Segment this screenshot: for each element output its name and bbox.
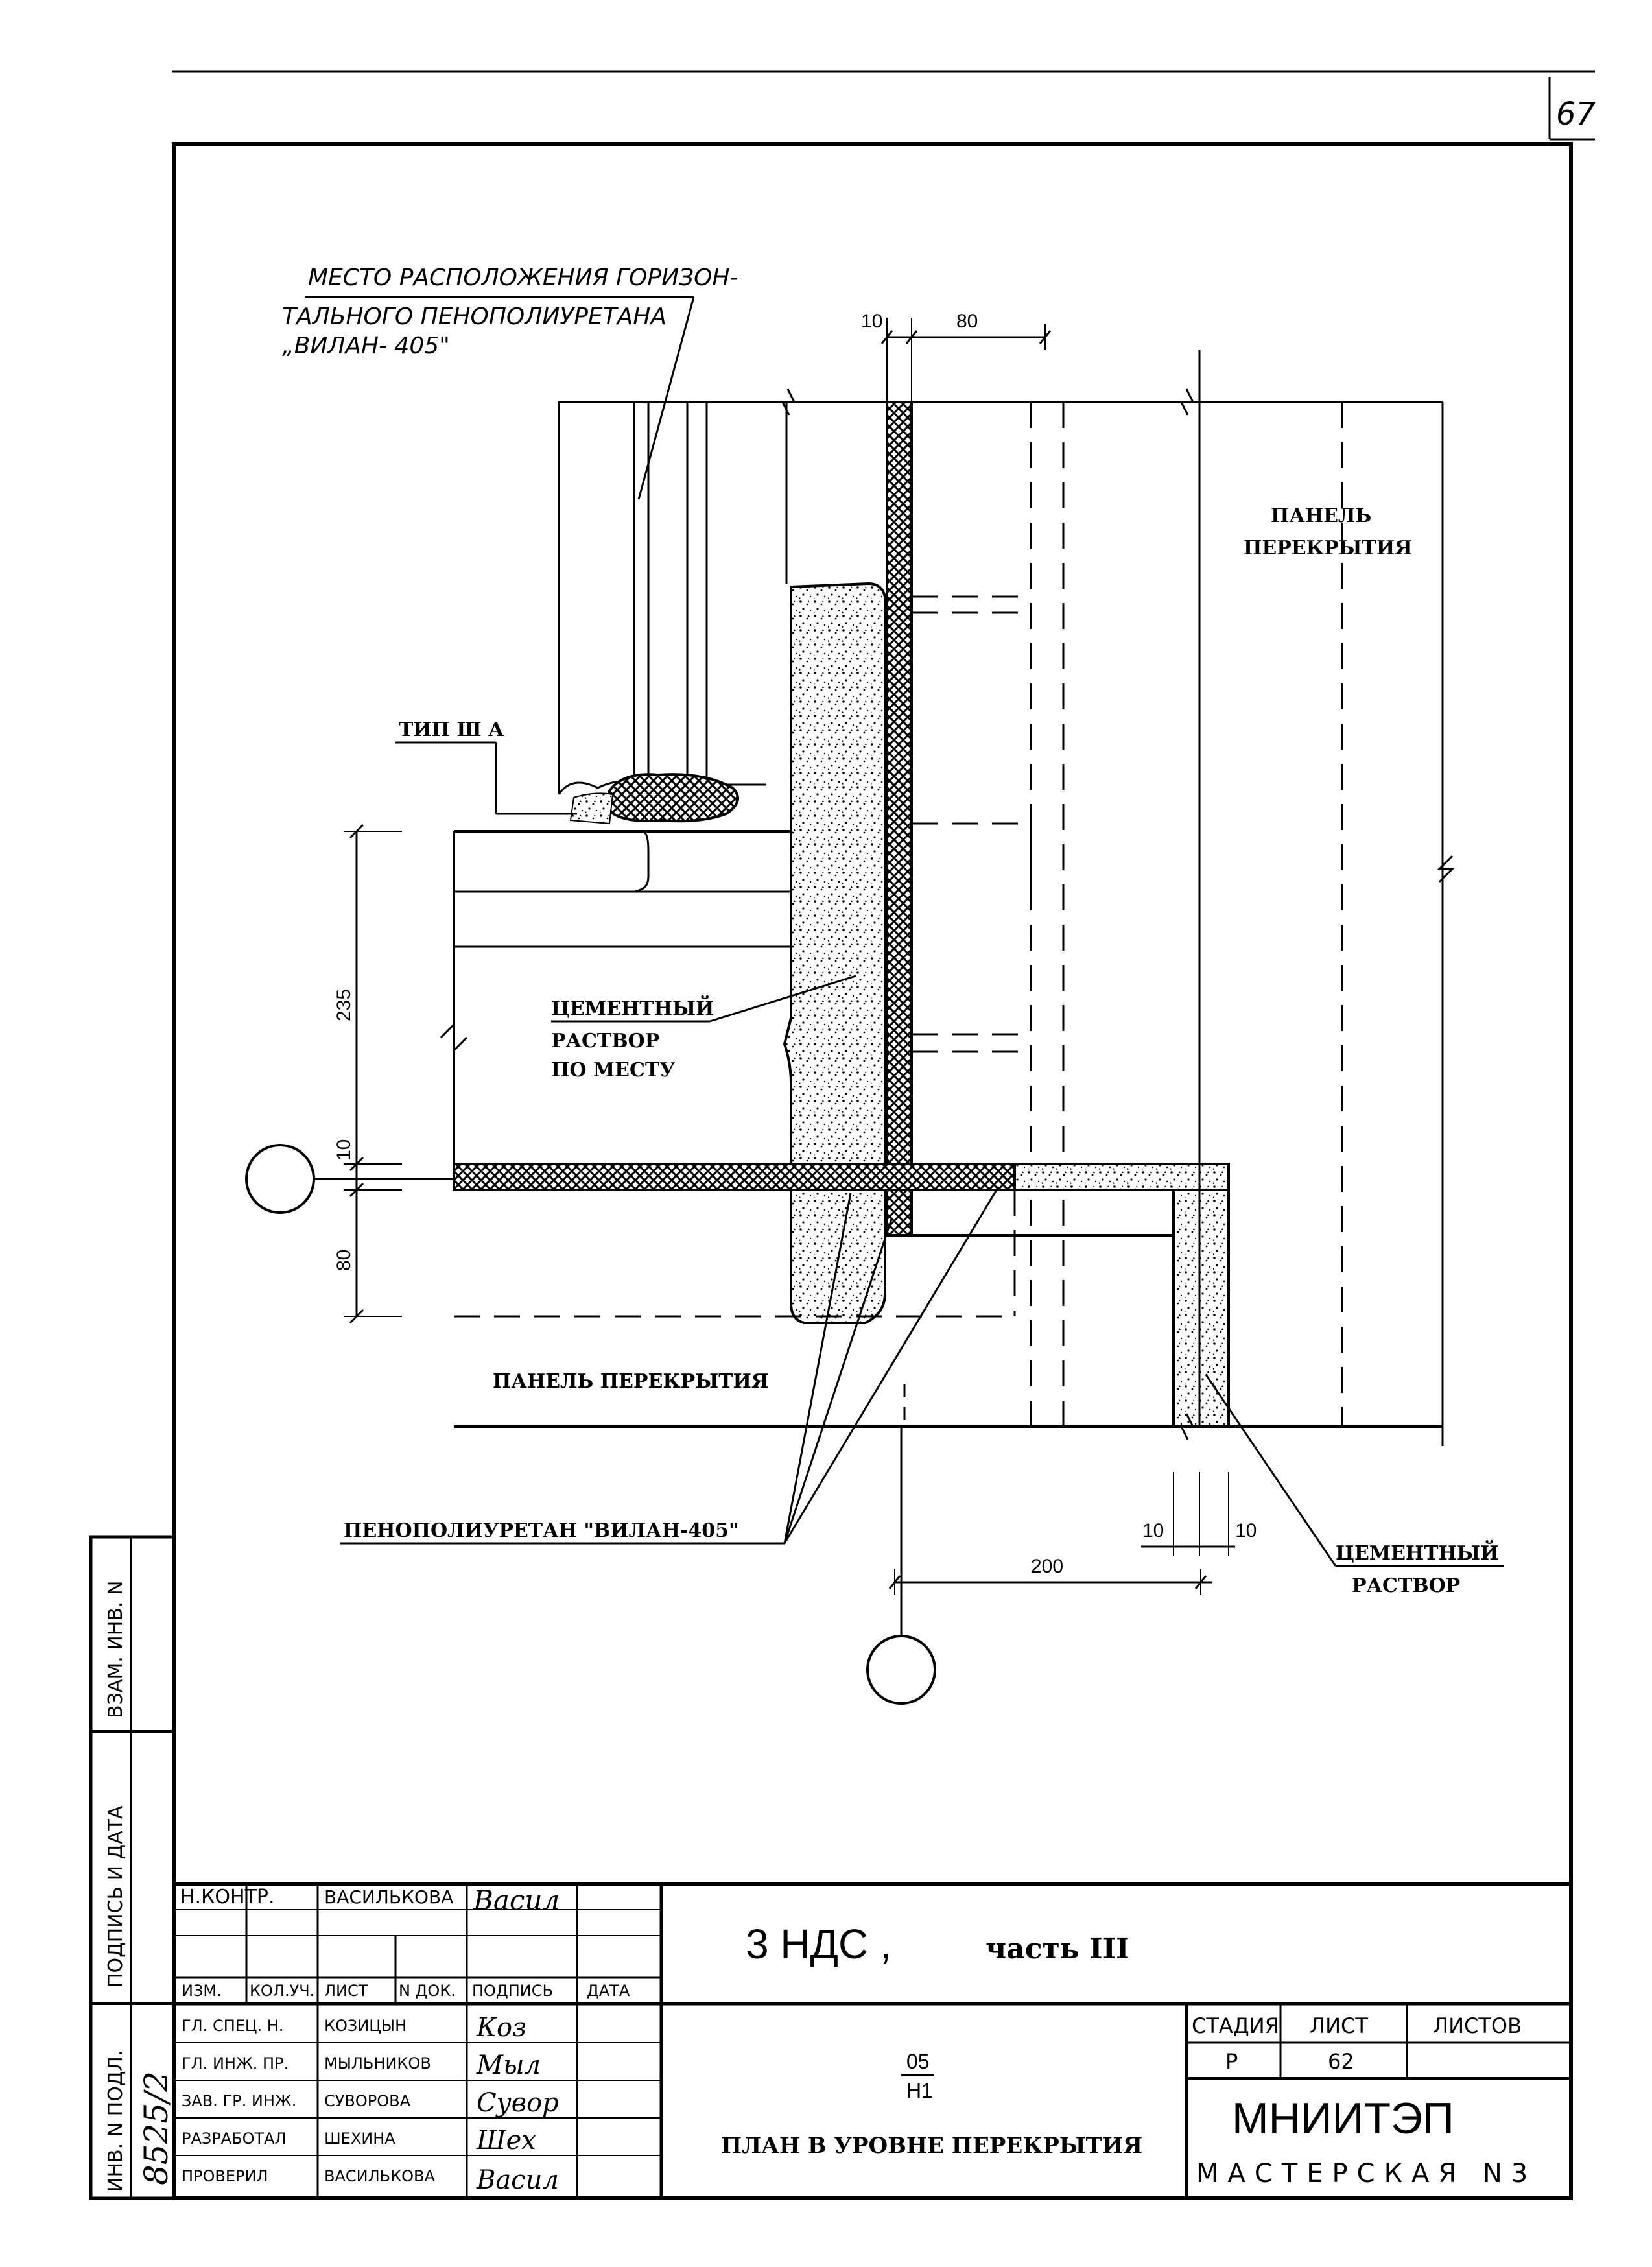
stage-value: Р: [1225, 2049, 1238, 2074]
nkontr-sign: Васил: [473, 1884, 560, 1916]
staff-role: ГЛ. СПЕЦ. Н.: [182, 2017, 283, 2035]
inv-orig-label: ИНВ. N ПОДЛ.: [104, 2050, 127, 2192]
plan-drawing: [245, 296, 1504, 1705]
dim-top-10: 10: [861, 311, 882, 332]
vzam-inv-label: ВЗАМ. ИНВ. N: [104, 1581, 127, 1718]
axis-marker-left: [245, 1144, 315, 1214]
staff-name: ШЕХИНА: [324, 2130, 395, 2148]
staff-role: ПРОВЕРИЛ: [182, 2167, 268, 2185]
staff-sign: Васил: [476, 2165, 559, 2195]
nkontr-role: Н.КОНТР.: [180, 1886, 275, 1908]
page-header: 67: [172, 70, 1596, 141]
cement-mortar-in-place-line2: РАСТВОР: [551, 1030, 659, 1052]
code-denominator: Н1: [906, 2079, 933, 2102]
cement-mortar-line1: ЦЕМЕНТНЫЙ: [1336, 1540, 1498, 1565]
project-title: 3 НДС ,: [746, 1921, 891, 1967]
sheet-header: ЛИСТ: [1310, 2013, 1368, 2038]
dim-bottom-10a: 10: [1142, 1520, 1164, 1541]
dim-left-235: 235: [333, 989, 355, 1021]
workshop: МАСТЕРСКАЯ N3: [1196, 2159, 1537, 2189]
sheet-value: 62: [1328, 2049, 1354, 2074]
cement-mortar-in-place-line3: ПО МЕСТУ: [551, 1059, 676, 1082]
dim-top-80: 80: [956, 311, 978, 332]
dim-bottom-10b: 10: [1235, 1520, 1257, 1541]
dim-left-10: 10: [333, 1139, 355, 1161]
cement-mortar-in-place-line1: ЦЕМЕНТНЫЙ: [551, 995, 714, 1020]
header-date: ДАТА: [587, 1982, 630, 2000]
dim-bottom-200: 200: [1031, 1556, 1063, 1577]
side-stamp-text: ВЗАМ. ИНВ. N ПОДПИСЬ И ДАТА ИНВ. N ПОДЛ.…: [104, 1581, 175, 2192]
side-stamp: [89, 1535, 176, 2200]
staff-role: РАЗРАБОТАЛ: [182, 2130, 287, 2148]
staff-role: ГЛ. ИНЖ. ПР.: [182, 2054, 289, 2072]
staff-name: СУВОРОВА: [324, 2092, 411, 2110]
sheets-header: ЛИСТОВ: [1433, 2013, 1522, 2038]
header-sign: ПОДПИСЬ: [472, 1982, 553, 2000]
staff-sign: Коз: [476, 2013, 526, 2043]
nkontr-name: ВАСИЛЬКОВА: [324, 1886, 453, 1908]
panel-bottom-label: ПАНЕЛЬ ПЕРЕКРЫТИЯ: [493, 1370, 768, 1393]
header-izm: ИЗМ.: [182, 1982, 222, 2000]
staff-sign: Мыл: [476, 2050, 541, 2080]
header-ndoc: N ДОК.: [399, 1982, 456, 2000]
title-block-grid: [172, 1882, 1573, 2200]
organization: МНИИТЭП: [1232, 2094, 1454, 2143]
staff-name: МЫЛЬНИКОВ: [324, 2054, 431, 2072]
sign-date-label: ПОДПИСЬ И ДАТА: [104, 1805, 127, 1988]
callout-horizontal-foam-line3: „ВИЛАН- 405": [282, 333, 450, 359]
header-kolvo: КОЛ.УЧ.: [250, 1982, 314, 2000]
staff-name: КОЗИЦЫН: [324, 2017, 407, 2035]
callout-horizontal-foam-line2: ТАЛЬНОГО ПЕНОПОЛИУРЕТАНА: [282, 303, 667, 330]
cement-mortar-line2: РАСТВОР: [1352, 1574, 1460, 1597]
sheet-title: ПЛАН В УРОВНЕ ПЕРЕКРЫТИЯ: [721, 2133, 1142, 2159]
callout-horizontal-foam-line1: МЕСТО РАСПОЛОЖЕНИЯ ГОРИЗОН-: [308, 265, 738, 291]
stage-header: СТАДИЯ: [1192, 2013, 1279, 2038]
foam-label: ПЕНОПОЛИУРЕТАН "ВИЛАН-405": [344, 1519, 739, 1542]
type-label: ТИП Ш А: [399, 718, 504, 741]
staff-name: ВАСИЛЬКОВА: [324, 2167, 436, 2185]
drawing-labels: МЕСТО РАСПОЛОЖЕНИЯ ГОРИЗОН- ТАЛЬНОГО ПЕН…: [282, 265, 1498, 1597]
page-number: 67: [1556, 96, 1596, 132]
staff-sign: Сувор: [477, 2088, 559, 2118]
inv-number: 8525/2: [137, 2071, 175, 2185]
code-numerator: 05: [906, 2050, 930, 2073]
axis-marker-bottom: [866, 1635, 936, 1705]
panel-right-line2: ПЕРЕКРЫТИЯ: [1244, 537, 1412, 560]
title-block-text: Н.КОНТР. ВАСИЛЬКОВА Васил ИЗМ. КОЛ.УЧ. Л…: [180, 1884, 1537, 2195]
panel-right-line1: ПАНЕЛЬ: [1271, 504, 1371, 527]
project-part: часть III: [985, 1932, 1129, 1965]
staff-role: ЗАВ. ГР. ИНЖ.: [182, 2092, 296, 2110]
header-list: ЛИСТ: [324, 1982, 368, 2000]
staff-sign: Шех: [476, 2126, 536, 2155]
dim-left-80: 80: [333, 1250, 355, 1271]
